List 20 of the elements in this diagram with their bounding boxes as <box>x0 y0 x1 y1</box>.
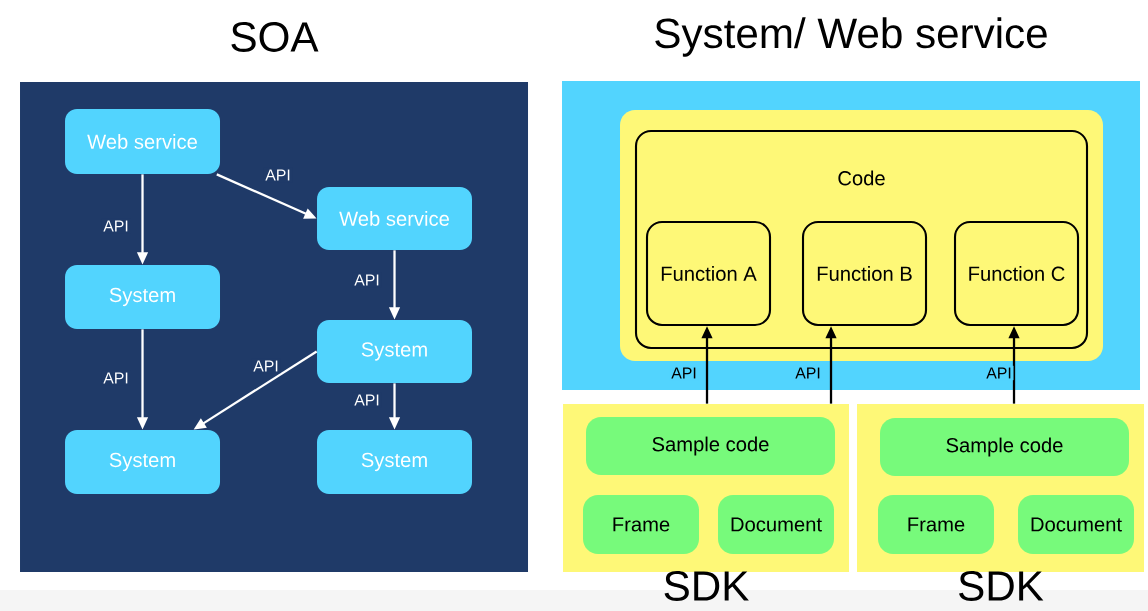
service-box: System <box>65 430 220 494</box>
component-box: Frame <box>878 495 994 554</box>
component-box: Document <box>718 495 834 554</box>
service-box: Web service <box>317 187 472 250</box>
heading: SDK <box>664 571 749 601</box>
service-box: System <box>65 265 220 329</box>
function-box: Function B <box>801 220 928 327</box>
component-box: Sample code <box>586 417 835 475</box>
box-label: Code <box>838 170 885 186</box>
heading: System/ Web service <box>655 17 1047 57</box>
function-box: Function A <box>645 220 772 327</box>
component-box: Sample code <box>880 418 1129 476</box>
service-box: System <box>317 320 472 383</box>
heading: SDK <box>959 571 1044 601</box>
component-box: Frame <box>583 495 699 554</box>
service-box: Web service <box>65 109 220 174</box>
function-box: Function C <box>953 220 1080 327</box>
service-box: System <box>317 430 472 494</box>
component-box: Document <box>1018 495 1134 554</box>
heading: SOA <box>231 22 319 52</box>
